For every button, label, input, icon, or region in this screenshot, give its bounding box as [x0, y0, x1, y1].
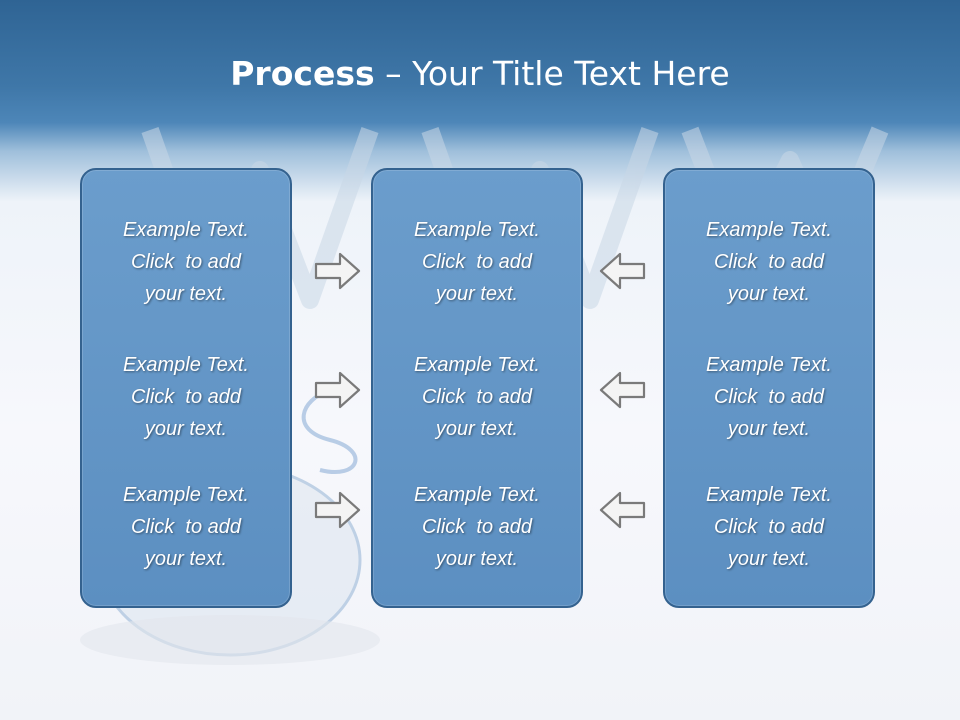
text-line: Click to add: [421, 386, 533, 408]
text-block[interactable]: Example Text. Click to add your text.: [665, 349, 873, 445]
text-line: Example Text.: [706, 219, 832, 241]
text-line: Click to add: [421, 516, 533, 538]
text-block[interactable]: Example Text. Click to add your text.: [373, 214, 581, 310]
arrow-left-icon[interactable]: [598, 251, 646, 291]
text-line: your text.: [435, 548, 519, 570]
text-line: your text.: [144, 548, 228, 570]
right-text-panel[interactable]: Example Text. Click to add your text. Ex…: [663, 168, 875, 608]
text-line: Example Text.: [414, 354, 540, 376]
text-line: Click to add: [130, 516, 242, 538]
text-block[interactable]: Example Text. Click to add your text.: [665, 214, 873, 310]
text-line: your text.: [727, 418, 811, 440]
arrow-right-icon[interactable]: [314, 370, 362, 410]
text-block[interactable]: Example Text. Click to add your text.: [82, 214, 290, 310]
text-line: Click to add: [421, 251, 533, 273]
text-line: Example Text.: [123, 354, 249, 376]
left-text-panel[interactable]: Example Text. Click to add your text. Ex…: [80, 168, 292, 608]
text-line: your text.: [727, 283, 811, 305]
text-line: Click to add: [713, 386, 825, 408]
arrow-left-icon[interactable]: [598, 490, 646, 530]
text-block[interactable]: Example Text. Click to add your text.: [82, 479, 290, 575]
text-block[interactable]: Example Text. Click to add your text.: [665, 479, 873, 575]
text-line: your text.: [727, 548, 811, 570]
center-text-panel[interactable]: Example Text. Click to add your text. Ex…: [371, 168, 583, 608]
text-line: your text.: [435, 283, 519, 305]
text-line: your text.: [144, 283, 228, 305]
mouse-shadow: [80, 615, 380, 665]
text-line: Click to add: [130, 251, 242, 273]
text-block[interactable]: Example Text. Click to add your text.: [82, 349, 290, 445]
text-line: Example Text.: [123, 219, 249, 241]
text-block[interactable]: Example Text. Click to add your text.: [373, 479, 581, 575]
text-block[interactable]: Example Text. Click to add your text.: [373, 349, 581, 445]
text-line: your text.: [435, 418, 519, 440]
title-rest-text: – Your Title Text Here: [374, 54, 730, 93]
slide-title[interactable]: Process – Your Title Text Here: [0, 50, 960, 98]
arrow-right-icon[interactable]: [314, 251, 362, 291]
title-bold-text: Process: [230, 54, 375, 93]
arrow-left-icon[interactable]: [598, 370, 646, 410]
text-line: Click to add: [713, 516, 825, 538]
text-line: Example Text.: [706, 484, 832, 506]
text-line: Example Text.: [123, 484, 249, 506]
mouse-cable: [301, 388, 358, 474]
text-line: Example Text.: [414, 484, 540, 506]
text-line: Example Text.: [706, 354, 832, 376]
arrow-right-icon[interactable]: [314, 490, 362, 530]
text-line: your text.: [144, 418, 228, 440]
text-line: Example Text.: [414, 219, 540, 241]
text-line: Click to add: [713, 251, 825, 273]
text-line: Click to add: [130, 386, 242, 408]
